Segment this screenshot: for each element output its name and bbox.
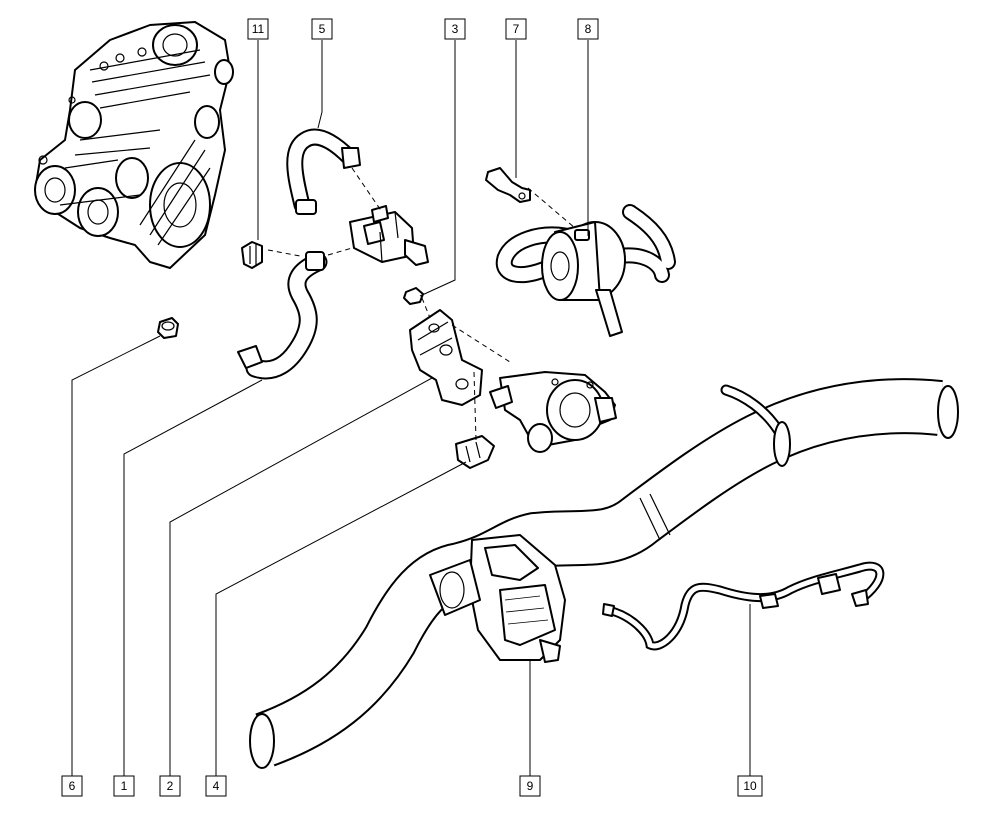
thermostat-housing (489, 371, 617, 453)
part-5-formed-hose (286, 128, 361, 215)
part-1-coolant-hose (237, 251, 328, 380)
callout-10-label: 10 (743, 779, 757, 793)
callout-2: 2 (159, 775, 181, 797)
leader-lines (71, 40, 751, 776)
callout-7: 7 (505, 18, 527, 40)
callout-1-label: 1 (121, 779, 128, 793)
callout-3: 3 (444, 18, 466, 40)
part-4-clip (455, 435, 495, 469)
callout-2-label: 2 (167, 779, 174, 793)
part-7-bracket (485, 167, 531, 203)
callout-4: 4 (205, 775, 227, 797)
small-vent-hose (720, 384, 791, 467)
callout-10: 10 (737, 775, 763, 797)
callout-1: 1 (113, 775, 135, 797)
callout-4-label: 4 (213, 779, 220, 793)
callout-11-label: 11 (252, 22, 265, 36)
callout-5-label: 5 (319, 22, 326, 36)
callout-6-label: 6 (69, 779, 76, 793)
callout-8: 8 (577, 18, 599, 40)
part-3-nut (403, 287, 424, 305)
callout-5: 5 (311, 18, 333, 40)
part-9-throttle-body-duct (249, 378, 959, 769)
part-6-bolt (157, 317, 179, 339)
part-8-tank-assembly (495, 204, 676, 337)
engine-block-illustration (34, 21, 234, 269)
callout-11: 11 (247, 18, 269, 40)
callout-9-label: 9 (527, 779, 534, 793)
part-2-mounting-bracket (409, 309, 483, 406)
part-10-sensor-line (602, 561, 885, 651)
callout-9: 9 (519, 775, 541, 797)
part-11-clip (241, 241, 263, 269)
callout-8-label: 8 (585, 22, 592, 36)
solenoid-valve (349, 205, 429, 266)
callout-3-label: 3 (452, 22, 459, 36)
callout-7-label: 7 (513, 22, 520, 36)
callout-6: 6 (61, 775, 83, 797)
assembly-guide-lines (267, 167, 576, 441)
